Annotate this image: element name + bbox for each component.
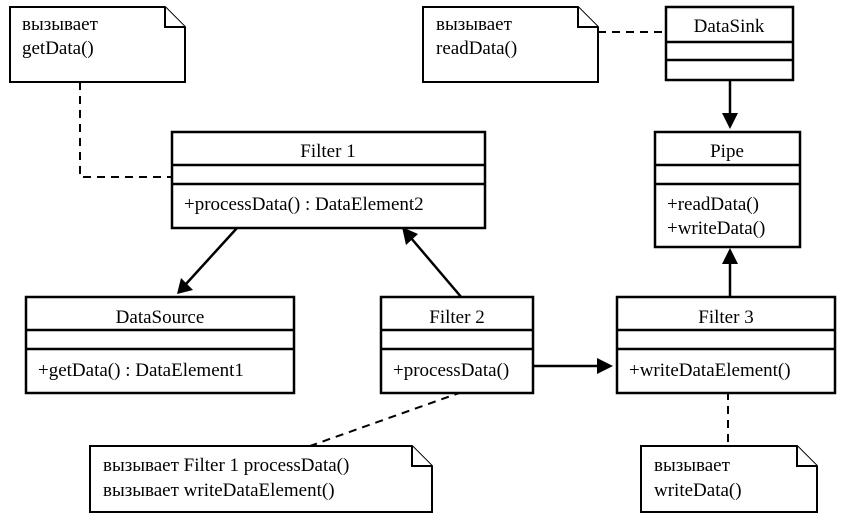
note-filter2-line2: вызывает writeDataElement() — [103, 480, 335, 501]
class-datasource-name: DataSource — [116, 307, 205, 328]
note-getdata: вызывает getData() — [9, 6, 186, 83]
class-pipe-name: Pipe — [710, 141, 744, 162]
class-filter1-name: Filter 1 — [300, 141, 355, 162]
note-filter2: вызывает Filter 1 processData() вызывает… — [89, 445, 433, 513]
class-filter3: Filter 3 +writeDataElement() — [615, 295, 837, 395]
note-readdata-line2: readData() — [436, 38, 517, 59]
note-writedata: вызывает writeData() — [640, 445, 818, 513]
class-datasink-name: DataSink — [694, 16, 765, 37]
note-getdata-line1: вызывает — [22, 14, 99, 35]
class-datasource: DataSource +getData() : DataElement1 — [24, 295, 296, 395]
note-connector-filter2 — [309, 391, 463, 447]
note-readdata-line1: вызывает — [436, 14, 513, 35]
class-pipe: Pipe +readData() +writeData() — [653, 130, 802, 249]
note-readdata: вызывает readData() — [422, 6, 599, 83]
class-pipe-method-readdata: +readData() — [667, 194, 759, 215]
arrow-datasink-to-pipe — [722, 80, 738, 129]
note-filter2-line1: вызывает Filter 1 processData() — [103, 455, 349, 476]
arrow-filter2-to-filter3 — [533, 358, 613, 374]
class-pipe-method-writedata: +writeData() — [667, 218, 765, 239]
arrow-filter2-to-filter1 — [402, 227, 463, 299]
class-filter2-method: +processData() — [393, 360, 509, 381]
class-filter1-method: +processData() : DataElement2 — [184, 194, 424, 215]
note-writedata-line1: вызывает — [654, 455, 731, 476]
class-datasource-method: +getData() : DataElement1 — [38, 360, 244, 381]
class-filter3-method: +writeDataElement() — [629, 360, 791, 381]
class-filter1: Filter 1 +processData() : DataElement2 — [170, 130, 487, 230]
class-filter3-name: Filter 3 — [698, 307, 753, 328]
class-datasink: DataSink — [664, 5, 795, 82]
arrow-filter1-to-datasource — [177, 227, 238, 294]
class-filter2-name: Filter 2 — [429, 307, 484, 328]
note-writedata-line2: writeData() — [654, 480, 742, 501]
note-getdata-line2: getData() — [22, 38, 94, 59]
class-filter2: Filter 2 +processData() — [379, 295, 535, 395]
note-connector-getdata — [79, 82, 172, 178]
arrow-filter3-to-pipe — [722, 248, 738, 297]
